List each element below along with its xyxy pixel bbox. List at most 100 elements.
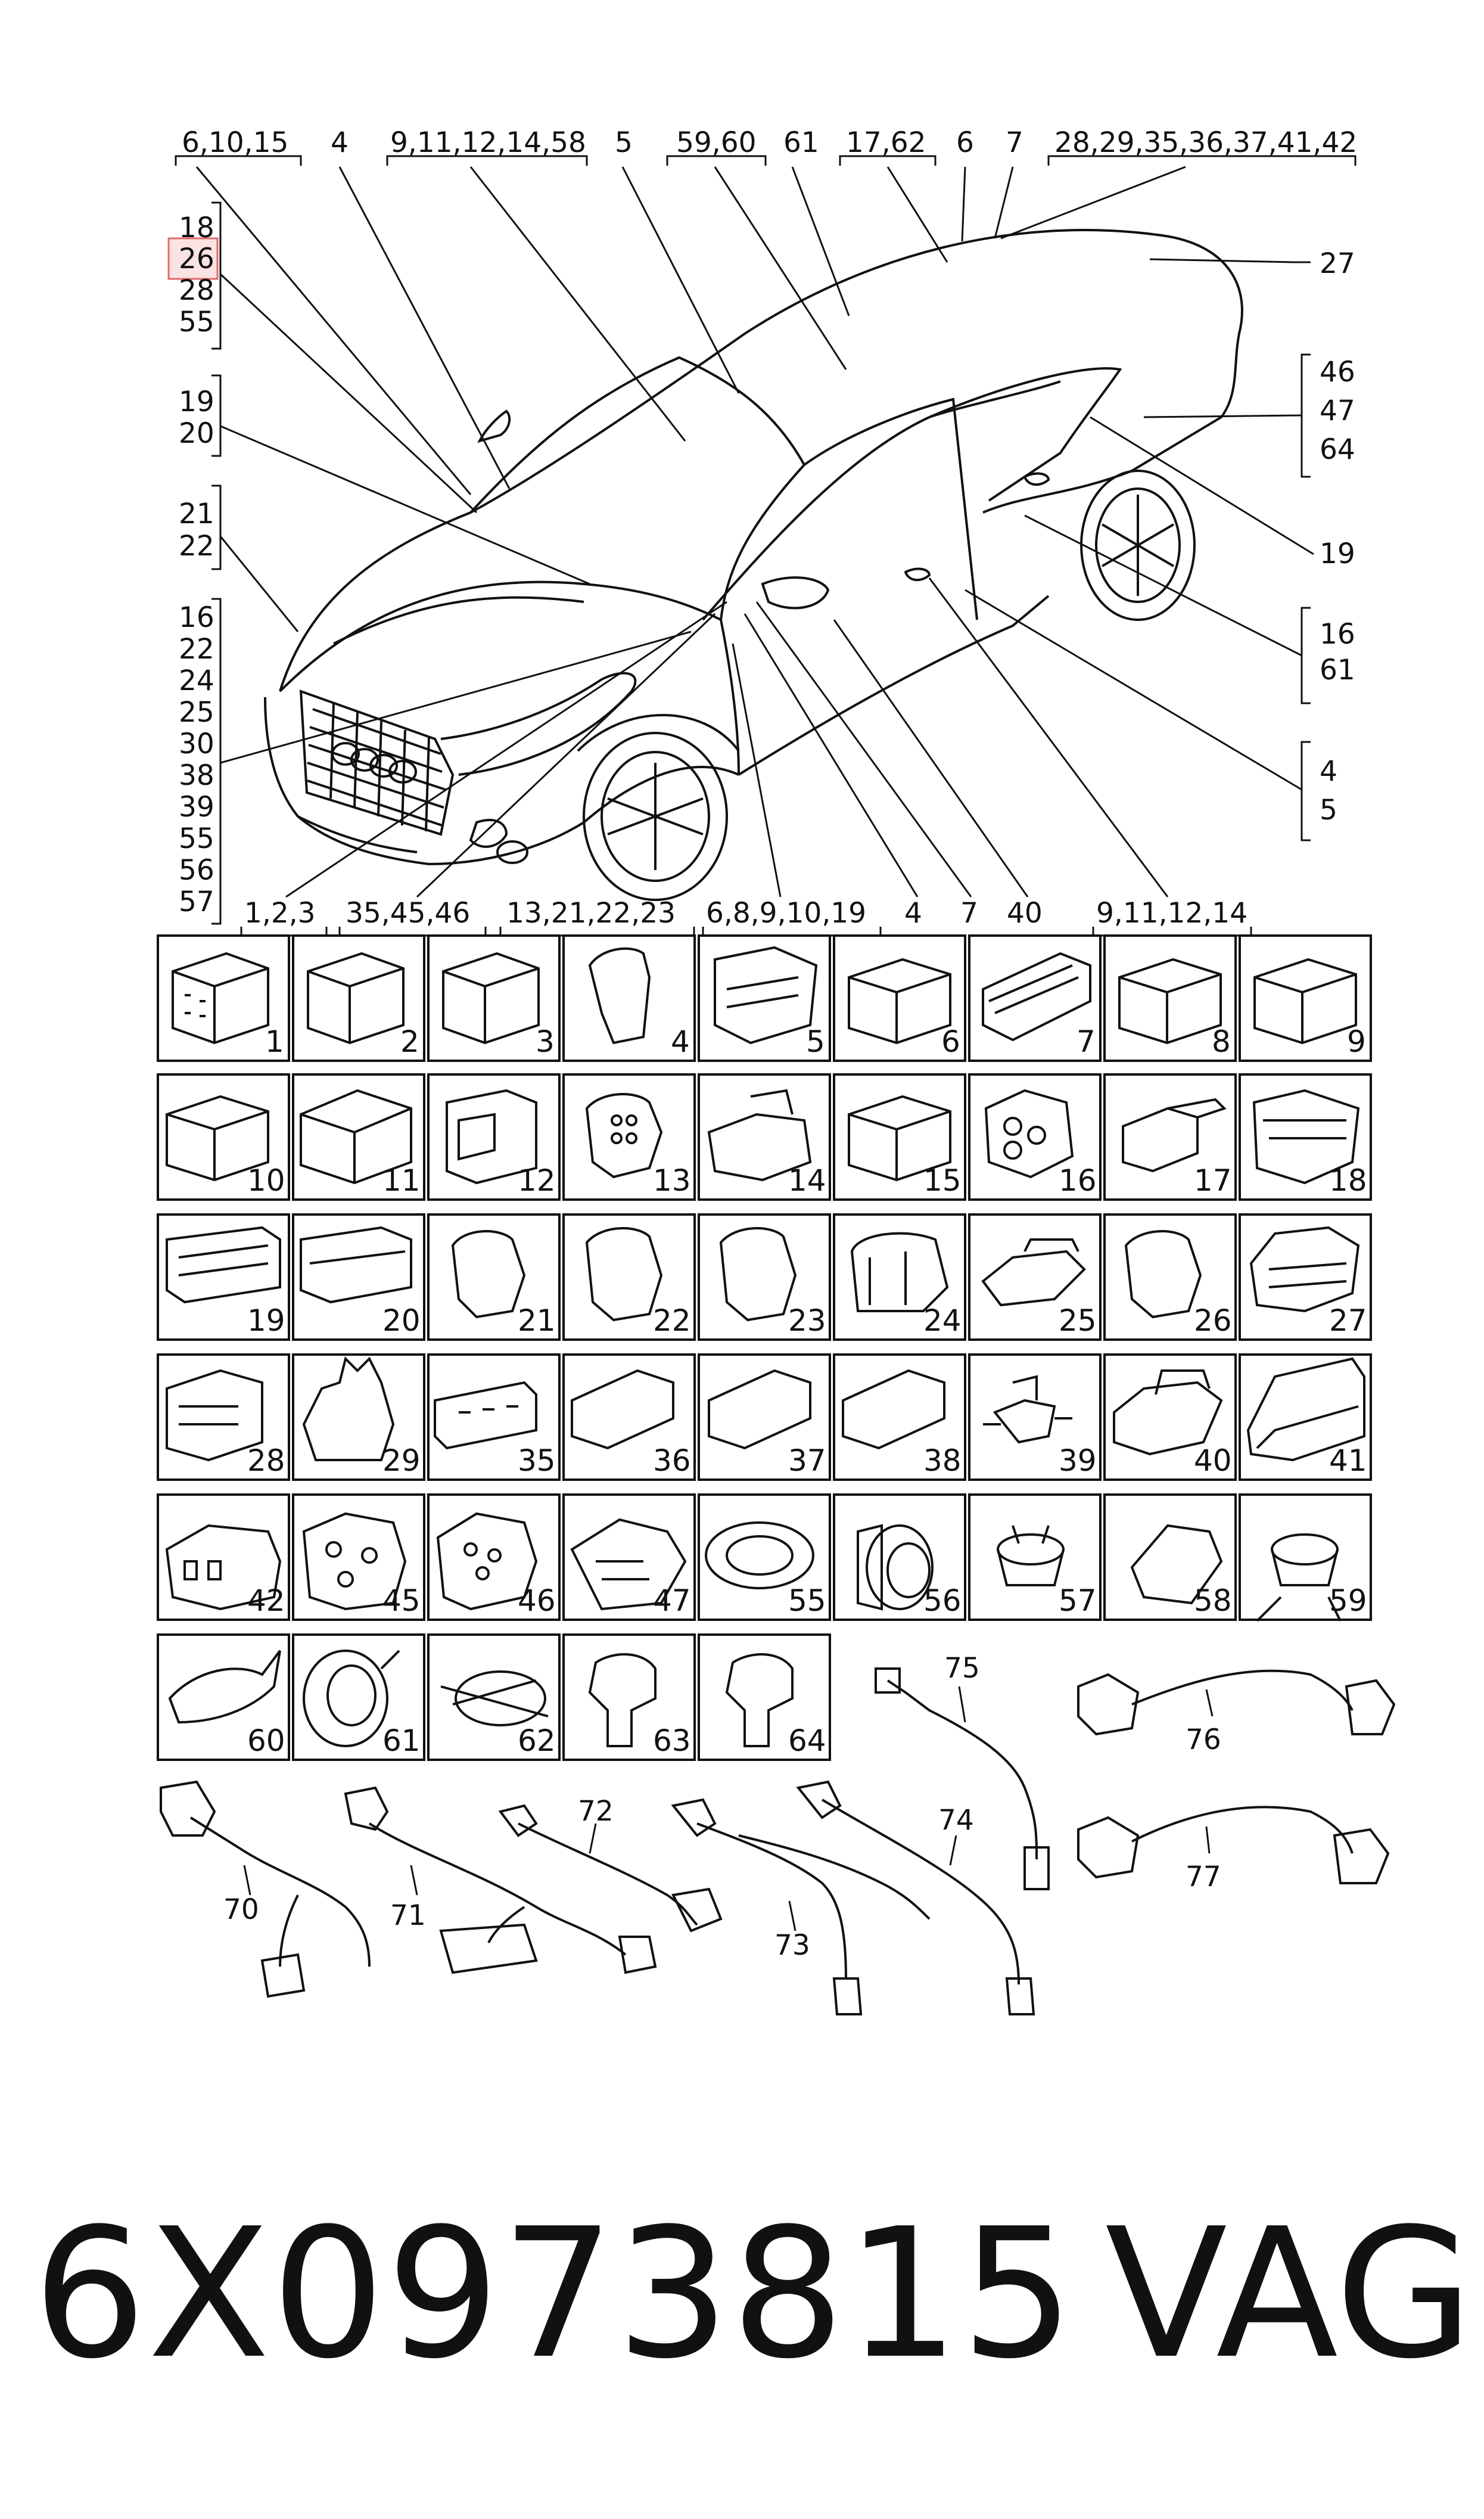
cable-label-77: 77 <box>1186 1860 1221 1893</box>
connector-cell-47[interactable] <box>562 1493 696 1621</box>
connector-cell-7[interactable] <box>968 934 1102 1062</box>
connector-cell-27[interactable] <box>1239 1213 1372 1341</box>
callout-right-27: 27 <box>1320 247 1355 280</box>
callout-left-55b: 55 <box>179 822 214 855</box>
cell-number-39: 39 <box>1059 1443 1097 1478</box>
callout-left-21: 21 <box>179 498 214 530</box>
cable-72-icon <box>518 1822 698 1926</box>
connector-cell-24[interactable] <box>833 1213 966 1341</box>
connector-cell-25[interactable] <box>968 1213 1102 1341</box>
callout-left-18: 18 <box>179 212 214 244</box>
cell-number-45: 45 <box>382 1583 421 1618</box>
connector-cell-41[interactable] <box>1239 1353 1372 1481</box>
callout-left-20: 20 <box>179 417 214 450</box>
cell-number-58: 58 <box>1194 1583 1232 1618</box>
callout-left-39: 39 <box>179 791 214 824</box>
callout-left-24: 24 <box>179 664 214 697</box>
cable-74-icon <box>821 1799 1020 1985</box>
part-number: 6X0973815 <box>33 2190 1076 2398</box>
cell-number-16: 16 <box>1059 1163 1097 1198</box>
connector-cell-9[interactable] <box>1239 934 1372 1062</box>
cable-70-icon <box>189 1816 371 1967</box>
cell-number-11: 11 <box>382 1163 421 1198</box>
cable-75-plug-icon <box>875 1667 901 1694</box>
grid-row-5: 42 45 46 47 55 56 57 58 59 <box>157 1493 1372 1622</box>
callout-left-55: 55 <box>179 306 214 338</box>
connector-cell-39[interactable] <box>968 1353 1102 1481</box>
connector-cell-28[interactable] <box>157 1353 290 1481</box>
cable-75-icon <box>886 1679 1038 1860</box>
callout-top-10: 28,29,35,36,37,41,42 <box>1054 126 1357 159</box>
callout-right-19: 19 <box>1320 538 1355 570</box>
cell-number-7: 7 <box>1077 1024 1096 1059</box>
cell-number-63: 63 <box>653 1723 691 1758</box>
cell-number-8: 8 <box>1212 1024 1231 1059</box>
cell-number-64: 64 <box>788 1723 826 1758</box>
connector-cell-21[interactable] <box>427 1213 561 1341</box>
callout-left-25: 25 <box>179 696 214 729</box>
cell-number-28: 28 <box>247 1443 285 1478</box>
connector-cell-6[interactable] <box>833 934 966 1062</box>
cell-number-3: 3 <box>536 1024 555 1059</box>
connector-cell-61[interactable] <box>292 1633 425 1761</box>
callout-right-64: 64 <box>1320 433 1355 466</box>
connector-cell-17[interactable] <box>1103 1073 1237 1201</box>
callout-bottom-7: 40 <box>1007 897 1043 930</box>
connector-icon <box>166 1356 1365 1462</box>
cable-70-end-icon <box>260 1953 306 1998</box>
callout-bottom-4: 6,8,9,10,19 <box>706 897 866 930</box>
cell-number-22: 22 <box>653 1303 691 1338</box>
callout-bottom-8: 9,11,12,14 <box>1096 897 1247 930</box>
cell-number-2: 2 <box>400 1024 419 1059</box>
cable-label-75: 75 <box>944 1652 980 1685</box>
cable-74-plug-icon <box>796 1780 842 1819</box>
connector-cell-19[interactable] <box>157 1213 290 1341</box>
cell-number-25: 25 <box>1059 1303 1097 1338</box>
connector-cell-35[interactable] <box>427 1353 561 1481</box>
callout-left-group-1: 18 26 28 55 <box>179 212 214 338</box>
cell-number-61: 61 <box>382 1723 421 1758</box>
cable-76-plug-right-icon <box>1345 1679 1396 1735</box>
callout-left-22b: 22 <box>179 633 214 666</box>
connector-cell-59[interactable] <box>1239 1493 1372 1621</box>
connector-cell-56[interactable] <box>833 1493 966 1621</box>
cable-73-end-icon <box>832 1977 863 2015</box>
connector-cell-20[interactable] <box>292 1213 425 1341</box>
cell-number-57: 57 <box>1059 1583 1097 1618</box>
connector-cell-16[interactable] <box>968 1073 1102 1201</box>
callout-left-30: 30 <box>179 728 214 760</box>
callout-right-16: 16 <box>1320 618 1355 651</box>
connector-cell-11[interactable] <box>292 1073 425 1201</box>
cell-number-20: 20 <box>382 1303 421 1338</box>
callout-left-16: 16 <box>179 601 214 634</box>
cable-label-74: 74 <box>938 1804 974 1837</box>
callout-left-56: 56 <box>179 854 214 887</box>
brand-name: VAG <box>1105 2190 1474 2398</box>
connector-cell-58[interactable] <box>1103 1493 1237 1621</box>
callout-right-5: 5 <box>1320 794 1337 827</box>
connector-cell-23[interactable] <box>698 1213 831 1341</box>
connector-cell-8[interactable] <box>1103 934 1237 1062</box>
connector-cell-26[interactable] <box>1103 1213 1237 1341</box>
grid-row-6: 60 61 62 63 64 <box>157 1633 831 1761</box>
callout-top-3: 9,11,12,14,58 <box>390 126 586 159</box>
grid-row-2: 10 11 12 13 14 15 16 17 18 <box>157 1073 1372 1201</box>
callout-right-4: 4 <box>1320 755 1337 788</box>
connector-cell-55[interactable] <box>698 1493 831 1621</box>
connector-cell-60[interactable] <box>157 1633 290 1761</box>
grid-row-4: 28 29 35 36 37 38 39 40 41 <box>157 1353 1372 1481</box>
cell-number-56: 56 <box>923 1583 962 1618</box>
connector-cell-63[interactable] <box>562 1633 696 1761</box>
cell-number-47: 47 <box>653 1583 691 1618</box>
cable-77-plug-left-icon <box>1077 1816 1140 1879</box>
connector-cell-22[interactable] <box>562 1213 696 1341</box>
callout-left-19: 19 <box>179 386 214 418</box>
connector-cell-62[interactable] <box>427 1633 561 1761</box>
callout-left-28: 28 <box>179 274 214 307</box>
cable-77-plug-right-icon <box>1333 1828 1390 1884</box>
connector-cell-57[interactable] <box>968 1493 1102 1621</box>
cell-number-37: 37 <box>788 1443 826 1478</box>
cell-number-4: 4 <box>671 1024 690 1059</box>
cable-harnesses: 75 76 77 70 71 72 <box>160 1652 1396 2015</box>
cell-number-6: 6 <box>941 1024 960 1059</box>
